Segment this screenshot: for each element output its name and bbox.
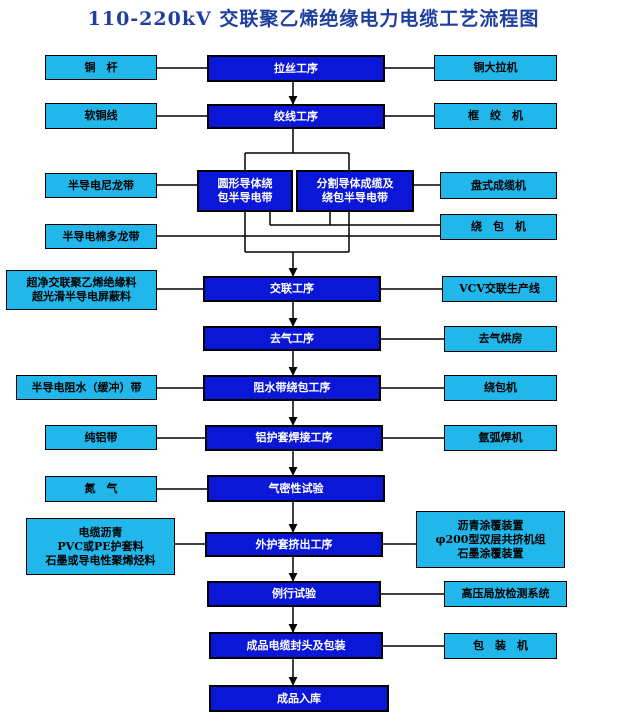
- material-sheath-materials: 电缆沥青 PVC或PE护套料 石墨或导电性聚烯烃料: [26, 518, 175, 575]
- equipment-packaging-machine: 包 装 机: [444, 633, 557, 659]
- process-air-tightness-test: 气密性试验: [207, 475, 385, 502]
- material-pure-aluminum-tape: 纯铝带: [45, 425, 157, 450]
- process-round-conductor-wrap: 圆形导体绕 包半导电带: [197, 170, 293, 212]
- equipment-copper-drawing-machine: 铜大拉机: [434, 55, 557, 81]
- process-capping-packaging: 成品电缆封头及包装: [209, 632, 383, 659]
- equipment-planetary-cabler: 盘式成缆机: [440, 172, 557, 199]
- material-water-blocking-tape: 半导电阻水（缓冲）带: [16, 375, 157, 400]
- equipment-wrapping-machine: 绕包机: [444, 375, 557, 401]
- process-crosslinking: 交联工序: [203, 276, 381, 302]
- equipment-argon-arc-welder: 氩弧焊机: [444, 425, 557, 451]
- material-nitrogen: 氮 气: [45, 476, 157, 502]
- process-drawing: 拉丝工序: [207, 55, 385, 82]
- process-routine-test: 例行试验: [207, 581, 381, 607]
- process-water-blocking-tape: 阻水带绕包工序: [203, 375, 381, 401]
- material-semiconductive-cotton-tape: 半导电棉多龙带: [45, 224, 157, 249]
- process-segmental-conductor-wrap: 分割导体成缆及 绕包半导电带: [296, 170, 414, 212]
- equipment-frame-strander: 框 绞 机: [434, 103, 557, 129]
- equipment-degassing-oven: 去气烘房: [444, 326, 557, 352]
- process-warehousing: 成品入库: [209, 685, 389, 712]
- process-outer-sheath-extrusion: 外护套挤出工序: [205, 532, 383, 557]
- page-title: 110-220kV 交联聚乙烯绝缘电力电缆工艺流程图: [87, 8, 540, 30]
- process-degassing: 去气工序: [203, 326, 381, 351]
- material-soft-copper-wire: 软铜线: [45, 103, 157, 129]
- material-copper-rod: 铜 杆: [45, 55, 157, 80]
- process-aluminum-sheath-welding: 铝护套焊接工序: [205, 425, 383, 451]
- material-semiconductive-nylon-tape: 半导电尼龙带: [45, 173, 157, 198]
- equipment-partial-discharge-system: 高压局放检测系统: [444, 581, 567, 607]
- material-insulation-shielding: 超净交联聚乙烯绝缘料 超光滑半导电屏蔽料: [6, 270, 157, 310]
- equipment-taping-machine: 绕 包 机: [440, 214, 557, 240]
- process-stranding: 绞线工序: [207, 104, 385, 129]
- equipment-extrusion-line: 沥青涂覆装置 φ200型双层共挤机组 石墨涂覆装置: [416, 511, 565, 568]
- equipment-vcv-line: VCV交联生产线: [442, 276, 557, 302]
